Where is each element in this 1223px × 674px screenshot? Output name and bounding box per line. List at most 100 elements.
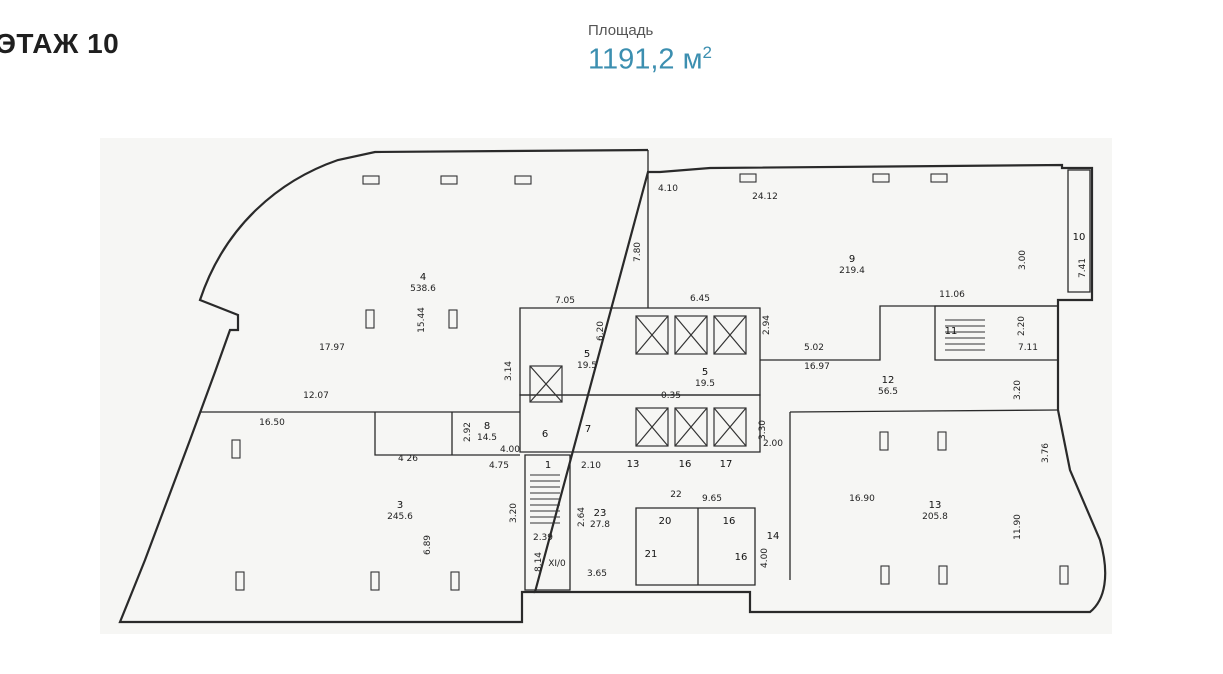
wc-block — [635, 507, 756, 586]
dim-24-12: 24.12 — [752, 192, 778, 202]
dim-2-10: 2.10 — [581, 461, 601, 471]
room-21-label: 21 — [645, 549, 658, 560]
east-divider-wall — [789, 409, 1059, 413]
room-7-label: 7 — [585, 424, 591, 435]
room-1-label: 1 — [545, 460, 551, 471]
dim-3-14: 3.14 — [504, 361, 514, 381]
elevator-1 — [635, 315, 669, 355]
dim-8-14: 8.14 — [534, 552, 544, 572]
columns — [231, 173, 1069, 591]
elevator-3 — [713, 315, 747, 355]
dim-7-05: 7.05 — [555, 296, 575, 306]
dim-5-02: 5.02 — [804, 343, 824, 353]
room-5-number: 5 — [702, 367, 708, 378]
room-3-number: 3 — [397, 500, 403, 511]
elevator-2 — [674, 315, 708, 355]
east-outer-wall — [533, 163, 1107, 614]
elevator-7 — [713, 407, 747, 447]
dim-2-64: 2.64 — [577, 507, 587, 527]
room-11-label: 11 — [945, 326, 958, 337]
elevator-5 — [635, 407, 669, 447]
room-23-area: 27.8 — [590, 520, 610, 530]
room-12-area: 56.5 — [878, 387, 898, 397]
dim-3-20a: 3.20 — [1013, 380, 1023, 400]
room-xi0-label: XI/0 — [548, 559, 566, 569]
dimension-labels: 4.10 24.12 7.80 3.00 7.41 7.05 6.45 11.0… — [259, 184, 1088, 579]
outer-walls — [118, 148, 1107, 624]
stair-block — [524, 454, 571, 591]
dim-3-00: 3.00 — [1018, 250, 1028, 270]
floor-plan-background — [100, 138, 1112, 634]
dim-3-76: 3.76 — [1041, 443, 1051, 463]
stairs — [530, 319, 985, 524]
room-10-block — [1067, 169, 1091, 293]
room-13-area: 205.8 — [922, 512, 948, 522]
dim-6-20: 6.20 — [596, 321, 606, 341]
small-room-wall — [374, 412, 520, 456]
dim-4-26: 4 26 — [398, 454, 418, 464]
dim-2-94: 2.94 — [762, 315, 772, 335]
west-outer-wall — [118, 148, 649, 624]
dim-16-50: 16.50 — [259, 418, 285, 428]
room-8-area: 14.5 — [477, 433, 497, 443]
room-5b-number: 5 — [584, 349, 590, 360]
area-value-number: 1191,2 м — [588, 43, 703, 76]
dim-16-90: 16.90 — [849, 494, 875, 504]
room-6-label: 6 — [542, 429, 548, 440]
dim-3-65: 3.65 — [587, 569, 607, 579]
room-4-area: 538.6 — [410, 284, 436, 294]
room-16b-label: 16 — [723, 516, 736, 527]
dim-7-80: 7.80 — [633, 242, 643, 262]
dim-2-39: 2.39 — [533, 533, 553, 543]
dim-4-00b: 4.00 — [760, 548, 770, 568]
dim-4-00a: 4.00 — [500, 445, 520, 455]
dim-2-00: 2.00 — [763, 439, 783, 449]
area-value: 1191,2 м2 — [588, 43, 712, 77]
elevator-6 — [674, 407, 708, 447]
room-4-number: 4 — [420, 272, 426, 283]
dim-12-07: 12.07 — [303, 391, 329, 401]
dim-3-20b: 3.20 — [509, 503, 519, 523]
core-lower-outline — [519, 394, 761, 453]
dim-4-75: 4.75 — [489, 461, 509, 471]
dim-2-20: 2.20 — [1017, 316, 1027, 336]
floor-title: ЭТАЖ 10 — [0, 28, 120, 59]
room-12-number: 12 — [882, 375, 895, 386]
elevators — [529, 315, 747, 447]
elevator-4 — [529, 365, 563, 403]
room-10-label: 10 — [1073, 232, 1086, 243]
room-23-number: 23 — [594, 508, 607, 519]
room-20-label: 20 — [659, 516, 672, 527]
dim-3-30: 3.30 — [758, 420, 768, 440]
area-block: Площадь 1191,2 м2 — [588, 22, 712, 77]
room-labels: 4 538.6 9 219.4 3 245.6 13 205.8 12 56.5… — [387, 232, 1085, 569]
dim-4-10: 4.10 — [658, 184, 678, 194]
dim-17-97: 17.97 — [319, 343, 345, 353]
room-13b-label: 13 — [627, 459, 640, 470]
room-9-area: 219.4 — [839, 266, 865, 276]
area-label: Площадь — [588, 22, 654, 39]
room-3-area: 245.6 — [387, 512, 413, 522]
dim-7-41: 7.41 — [1078, 258, 1088, 278]
room-16c-label: 16 — [735, 552, 748, 563]
dim-7-11: 7.11 — [1018, 343, 1038, 353]
dim-0-35: 0.35 — [661, 391, 681, 401]
dim-16-97: 16.97 — [804, 362, 830, 372]
area-unit-superscript: 2 — [702, 43, 713, 62]
dim-11-90: 11.90 — [1013, 514, 1023, 540]
room-17-label: 17 — [720, 459, 733, 470]
inner-walls — [200, 150, 1091, 591]
room-16a-label: 16 — [679, 459, 692, 470]
dim-15-44: 15.44 — [417, 307, 427, 333]
room-9-number: 9 — [849, 254, 855, 265]
room-13-number: 13 — [929, 500, 942, 511]
dim-6-45: 6.45 — [690, 294, 710, 304]
dim-9-65: 9.65 — [702, 494, 722, 504]
room-5b-area: 19.5 — [577, 361, 597, 371]
room-11-block — [934, 305, 1059, 361]
room-14-label: 14 — [767, 531, 780, 542]
room-5-area: 19.5 — [695, 379, 715, 389]
room-8-number: 8 — [484, 421, 490, 432]
dim-11-06: 11.06 — [939, 290, 965, 300]
